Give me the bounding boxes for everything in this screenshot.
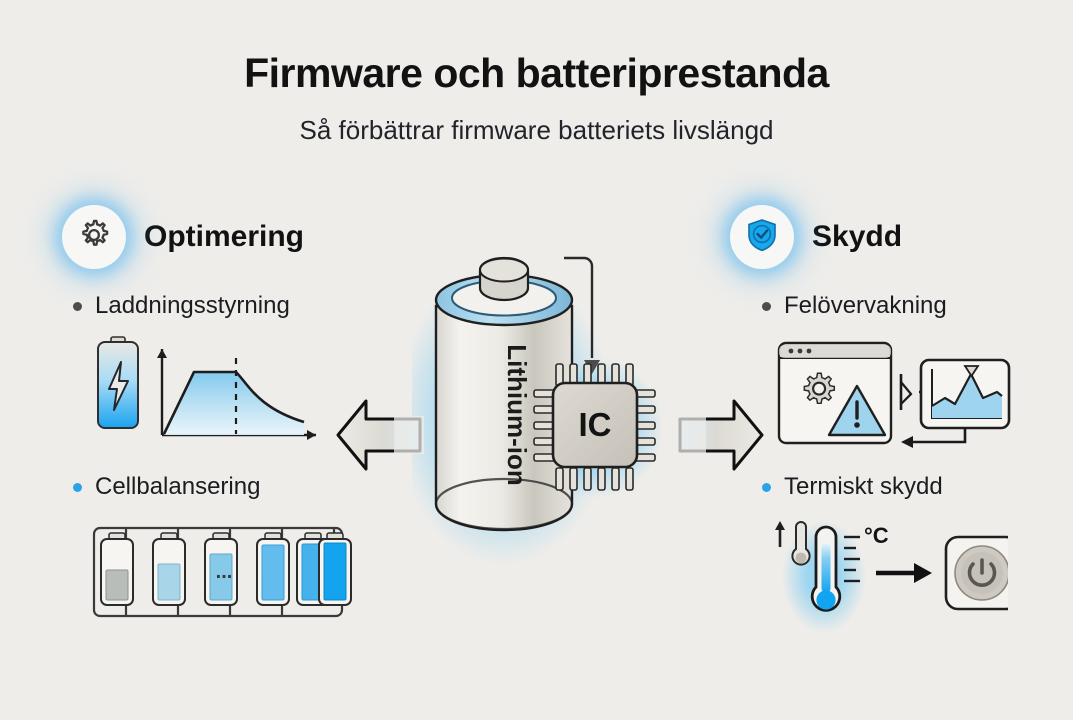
section-header-skydd: Skydd xyxy=(730,205,902,269)
bullet-label: Cellbalansering xyxy=(95,473,261,500)
bullet-dot-icon xyxy=(762,482,771,492)
y-axis-arrowhead xyxy=(157,349,167,358)
bullet-felovervakning: Felövervakning xyxy=(762,292,947,320)
bullet-dot-icon xyxy=(762,301,771,311)
lithium-ion-cell: Lithium-ion xyxy=(434,256,574,532)
charging-curve-diagram xyxy=(88,332,328,457)
page-title: Firmware och batteriprestanda xyxy=(244,50,829,96)
shield-check-icon xyxy=(742,215,782,260)
battery-bolt-icon xyxy=(97,336,139,429)
bullet-label: Felövervakning xyxy=(784,292,947,319)
thermometer-rise-icon xyxy=(775,521,811,566)
bullet-label: Termiskt skydd xyxy=(784,473,943,500)
list-item xyxy=(100,532,134,606)
battery-label: Lithium-ion xyxy=(502,344,532,486)
bullet-label: Laddningsstyrning xyxy=(95,292,290,319)
chip-pins xyxy=(533,363,656,491)
monitoring-chart-icon xyxy=(919,358,1011,430)
big-arrow-right xyxy=(676,392,768,483)
temperature-scale xyxy=(844,535,860,583)
list-item xyxy=(256,532,290,606)
fault-monitoring-diagram xyxy=(775,336,1015,461)
temperature-unit-label: °C xyxy=(864,523,889,548)
gear-icon-badge xyxy=(62,205,126,269)
chip-label: IC xyxy=(579,406,612,443)
cell-group xyxy=(100,532,352,606)
curve-area-fill xyxy=(164,372,304,435)
feedback-arrowhead xyxy=(901,436,913,448)
gear-icon xyxy=(75,216,113,259)
power-button-icon xyxy=(944,535,1020,611)
thermal-protection-diagram: °C xyxy=(768,515,1020,640)
bullet-termiskt-skydd: Termiskt skydd xyxy=(762,473,943,501)
bullet-cellbalansering: Cellbalansering xyxy=(73,473,260,501)
bullet-dot-icon xyxy=(73,482,82,492)
warning-triangle-icon xyxy=(827,384,887,437)
feedback-loop-arrow xyxy=(911,428,967,444)
cell-balancing-diagram: ... xyxy=(88,506,354,641)
section-header-optimering: Optimering xyxy=(62,205,304,269)
shield-check-icon-badge xyxy=(730,205,794,269)
bullet-laddningsstyrning: Laddningsstyrning xyxy=(73,292,290,320)
central-battery-ic-assembly: Lithium-ion xyxy=(396,240,672,575)
bullet-dot-icon xyxy=(73,301,82,311)
list-item xyxy=(204,532,238,606)
arrow-right-icon xyxy=(876,563,932,583)
chip-feed-arrow xyxy=(564,256,594,358)
cells-ellipsis: ... xyxy=(216,561,233,583)
section-title-skydd: Skydd xyxy=(812,220,903,253)
thermometer-icon xyxy=(810,525,842,612)
section-title-optimering: Optimering xyxy=(144,220,305,253)
x-axis-arrowhead xyxy=(307,430,316,440)
ic-chip: IC xyxy=(533,363,656,491)
gear-icon xyxy=(803,372,836,405)
list-item xyxy=(152,532,186,606)
page-subtitle: Så förbättrar firmware batteriets livslä… xyxy=(299,115,774,145)
list-item xyxy=(318,532,352,606)
big-arrow-left xyxy=(332,392,424,483)
